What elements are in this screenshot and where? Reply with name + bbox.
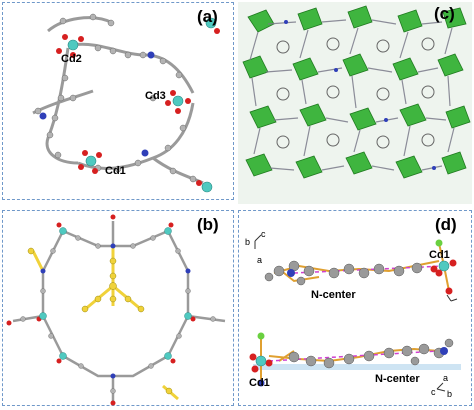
atom-label-cd2: Cd2: [61, 53, 82, 65]
bottom-center-label: N-center: [375, 373, 420, 385]
panel-label-a: (a): [197, 7, 218, 26]
atom-label-cd1: Cd1: [105, 165, 126, 177]
panel-c: (c): [238, 2, 472, 204]
bottom-axis-b: b: [447, 389, 453, 399]
top-center-label: N-center: [311, 289, 356, 301]
panel-label-c: (c): [434, 4, 455, 23]
top-axis-a: a: [257, 255, 263, 265]
panel-b: (b): [2, 210, 234, 406]
bottom-axis-c: c: [431, 387, 436, 397]
bottom-axis-a: a: [443, 373, 449, 383]
panel-d-geometry: [249, 234, 461, 392]
top-axis-b: b: [245, 237, 251, 247]
panel-b-network: [6, 214, 226, 406]
panel-a: Cd2 Cd3 Cd1 (a): [2, 2, 234, 200]
atom-label-cd3: Cd3: [145, 90, 166, 102]
panel-label-d: (d): [435, 215, 457, 234]
bottom-atom-label: Cd1: [249, 377, 270, 389]
top-axis-c: c: [261, 229, 266, 239]
top-atom-label: Cd1: [429, 249, 450, 261]
panel-c-framework: [238, 2, 472, 204]
panel-d: (d) Cd1 N-center b c a Cd1 N-center a c …: [238, 210, 472, 406]
panel-a-structure: [32, 13, 220, 193]
panel-label-b: (b): [197, 215, 219, 234]
